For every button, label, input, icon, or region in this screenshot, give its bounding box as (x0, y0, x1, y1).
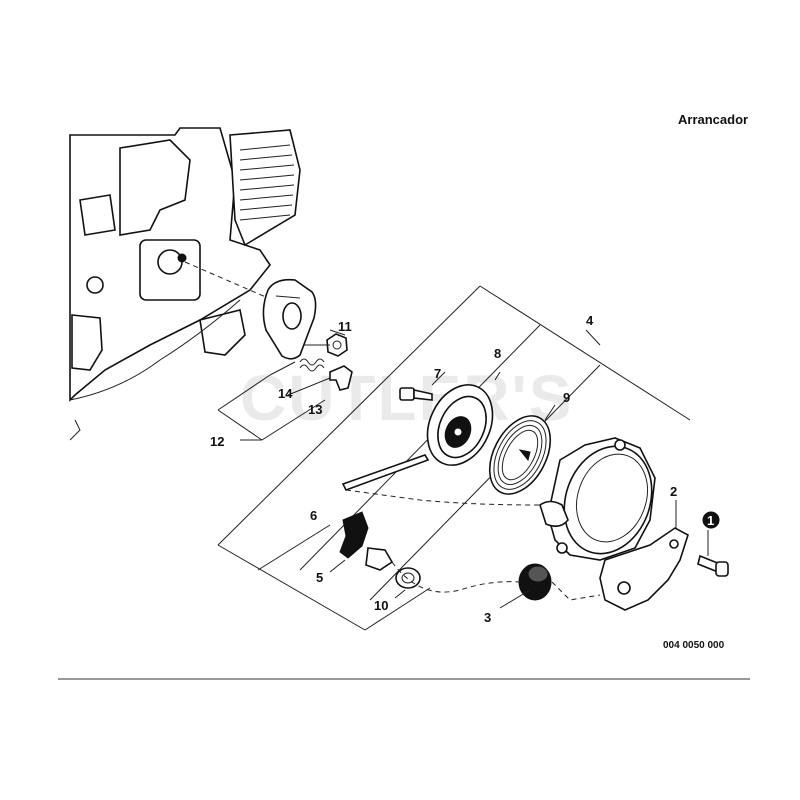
leader-lines (329, 329, 709, 609)
group-4-frame (217, 285, 691, 631)
callout-14: 14 (278, 386, 293, 401)
rope-routing-line (345, 489, 601, 601)
callout-12: 12 (210, 434, 224, 449)
callout-10: 10 (374, 598, 388, 613)
starter-bracket (262, 278, 317, 360)
part-2-bracket (599, 527, 689, 611)
callout-4: 4 (586, 313, 594, 328)
callout-6: 6 (310, 508, 317, 523)
callout-5: 5 (316, 570, 323, 585)
part-5-handle (339, 511, 394, 571)
callout-9: 9 (563, 390, 570, 405)
part-8-rope-pulley (426, 384, 494, 466)
callout-13: 13 (308, 402, 322, 417)
engine-housing (69, 127, 301, 441)
callout-8: 8 (494, 346, 501, 361)
part-9-recoil-spring (488, 415, 552, 495)
drawing-code: 004 0050 000 (663, 640, 725, 651)
callout-1-marker (702, 511, 720, 529)
part-4-starter-housing (539, 437, 656, 561)
part-11-nut (326, 333, 348, 357)
group-12-frame (217, 344, 331, 441)
callout-1: 1 (707, 513, 714, 528)
part-3-cap (518, 563, 552, 601)
section-title: Arrancador (678, 112, 748, 127)
callouts: 1 2 3 4 5 6 7 8 9 10 11 12 13 14 (210, 313, 720, 625)
part-6-starter-rope (341, 454, 430, 491)
callout-7: 7 (434, 366, 441, 381)
part-13-pawl (329, 365, 353, 391)
part-1-bolt (697, 554, 729, 577)
callout-11: 11 (338, 319, 352, 334)
part-14-spring (299, 358, 325, 372)
callout-2: 2 (670, 484, 677, 499)
part-7-screw (399, 387, 433, 401)
callout-3: 3 (484, 610, 491, 625)
